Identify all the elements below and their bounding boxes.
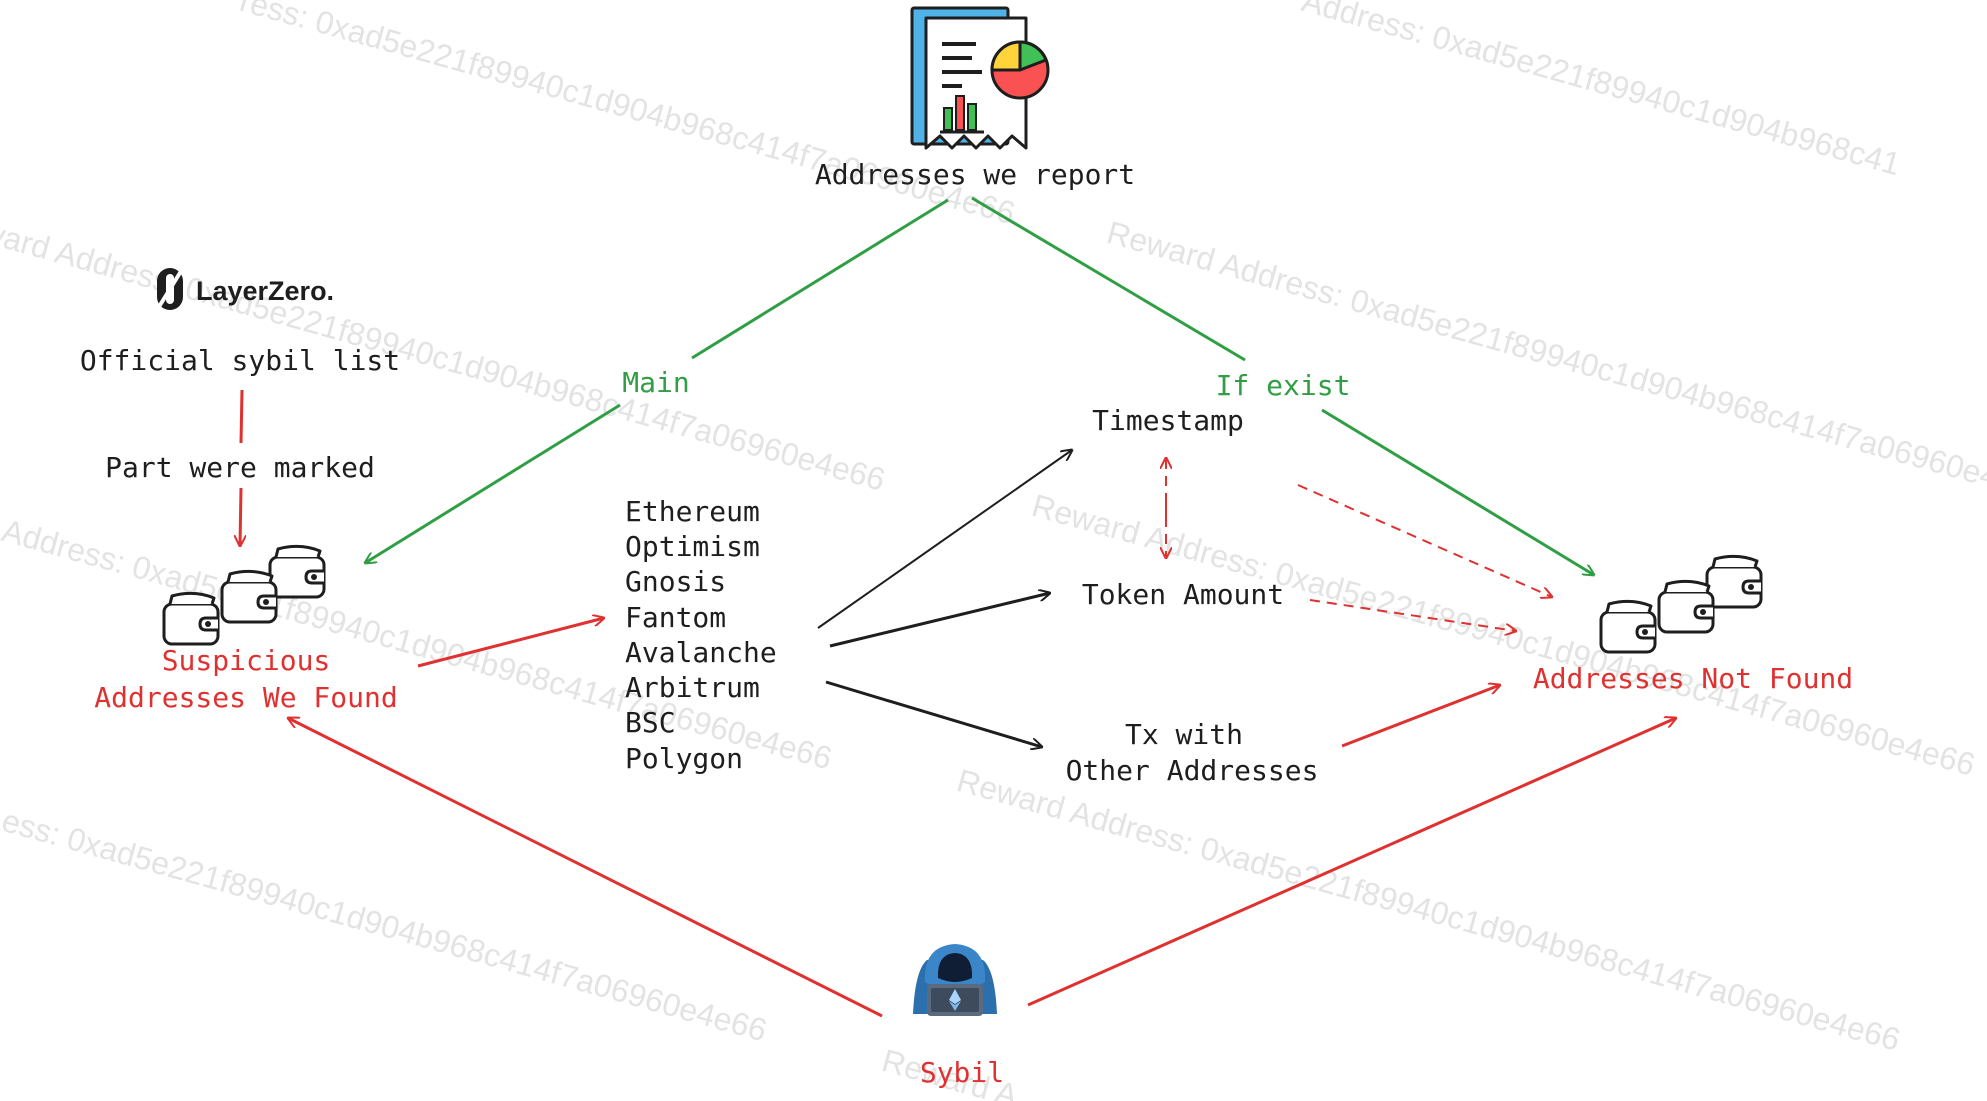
report-document-icon [910,6,1050,150]
edge-official-to-marked [239,389,244,444]
black-edges [817,450,1072,747]
official-sybil-list-label: Official sybil list [80,344,400,377]
not-found-label: Addresses Not Found [1533,662,1853,695]
tx-label-line1: Tx with [1125,718,1243,751]
timestamp-label: Timestamp [1092,404,1244,437]
edge-report-to-ifexist [971,196,1246,362]
part-marked-label: Part were marked [105,451,375,484]
wallet-icon [162,591,220,646]
edge-ifexist-to-notfound [1321,408,1594,575]
edge-sybil-to-suspicious [288,718,883,1018]
suspicious-label-line1: Suspicious [162,644,331,677]
token-amount-label: Token Amount [1082,578,1284,611]
suspicious-label-line2: Addresses We Found [94,681,397,714]
edge-marked-to-wallets [240,487,241,546]
watermark-text: Reward Address: 0xad5e221f89940c1d904b96… [953,762,1904,1058]
edge-main-to-suspicious [365,403,621,563]
edge-token-to-notfound-dashed [1309,599,1516,631]
edge-chains-to-token [829,593,1050,648]
chain-item: Gnosis [625,565,726,598]
green-edges [365,196,1594,575]
chain-item: Fantom [625,601,726,634]
edge-label-main: Main [622,366,689,399]
notfound-wallets [1599,554,1763,654]
edge-label-if-exist: If exist [1216,369,1351,402]
watermark-text: ess: 0xad5e221f89940c1d904b968c414f7a069… [0,802,771,1048]
edge-timestamp-to-notfound-dashed [1297,484,1552,597]
dashed-edges [1166,458,1552,631]
chain-item: Polygon [625,742,743,775]
edge-suspicious-to-chains [417,618,604,668]
chain-item: BSC [625,706,676,739]
chain-item: Optimism [625,530,760,563]
edge-sybil-to-notfound [1027,718,1676,1007]
watermark-text: ress: 0xad5e221f89940c1d904b968c414f7a06… [236,0,1019,231]
red-edges [239,389,1676,1018]
chain-item: Arbitrum [625,671,760,704]
hooded-hacker-icon [913,944,997,1016]
layerzero-logo-text: LayerZero. [196,276,334,306]
edge-chains-to-timestamp [817,450,1072,629]
edge-chains-to-tx [825,680,1042,747]
wallet-icon [1705,554,1763,609]
edge-report-to-main [691,198,949,360]
tx-label-line2: Other Addresses [1066,754,1319,787]
watermark-text: Reward Address: 0xad5e221f89940c1d904b96… [1103,214,1987,510]
wallet-icon [1599,599,1657,654]
edge-tx-to-notfound [1341,685,1500,748]
chain-item: Avalanche [625,636,777,669]
sybil-label: Sybil [920,1056,1004,1089]
report-label: Addresses we report [815,158,1135,191]
wallet-icon [1657,579,1715,634]
watermark-text: Address: 0xad5e221f89940c1d904b968c41 [1298,0,1904,182]
chain-item: Ethereum [625,495,760,528]
wallet-icon [268,544,326,599]
labels: Addresses we report Official sybil list … [80,158,1853,1089]
wallet-icon [220,569,278,624]
layerzero-logo-icon: LayerZero. [155,266,334,312]
